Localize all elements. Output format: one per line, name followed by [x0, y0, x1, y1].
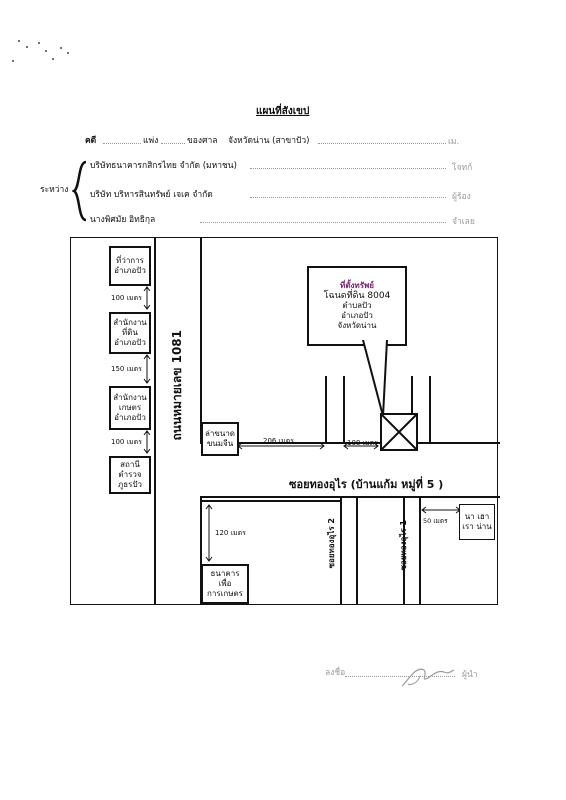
main-road-left-edge	[154, 238, 156, 604]
side-street-b-right	[429, 376, 431, 442]
civil-label: แพ่ง	[143, 136, 159, 146]
court-blank	[318, 143, 446, 144]
civil-number-blank	[161, 143, 185, 144]
court-label: ของศาล	[187, 136, 218, 146]
defendant-blank	[200, 222, 446, 223]
plaintiff-role: โจทก์	[452, 163, 473, 173]
agri-office-line1: สำนักงาน	[113, 393, 147, 402]
defendant-role: จำเลย	[452, 217, 475, 227]
callout-deed: โฉนดที่ดิน 8004	[323, 291, 391, 301]
soi-1-left-edge	[403, 496, 405, 604]
distance-3: 100 เมตร	[111, 438, 142, 446]
district-office-box: ที่ว่าการ อำเภอปัว	[109, 246, 151, 286]
side-street-b-left	[411, 376, 413, 442]
district-office-line2: อำเภอปัว	[114, 266, 146, 275]
bakery-line1: ล่าขนาด	[204, 429, 236, 438]
soi-2-right-edge	[356, 496, 358, 604]
distance-5: 108 เมตร	[347, 439, 378, 447]
callout-pointer	[362, 340, 388, 417]
signature-scribble	[401, 668, 455, 687]
transferee-role: ผู้ร้อง	[452, 192, 471, 202]
soi-1-label: ซอยทองอุไร 1	[399, 520, 408, 571]
signature-role: ผู้นำ	[462, 670, 478, 680]
distance-1: 100 เมตร	[111, 294, 142, 302]
soi-2-left-edge	[340, 496, 342, 604]
bank-line3: การเกษตร	[207, 589, 243, 598]
brace-icon	[72, 160, 87, 222]
arrow-5-icon	[343, 442, 379, 450]
shop-line1: นา เฮา	[464, 512, 490, 521]
distance-4: 206 เมตร	[263, 437, 294, 445]
police-line1: สถานีตำรวจ	[118, 460, 142, 479]
map-frame: ถนนหมายเลข 1081 ซอยทองอุไร (บ้านแก้ม หมู…	[70, 237, 500, 605]
distance-6: 120 เมตร	[215, 529, 246, 537]
arrow-4-icon	[237, 442, 325, 450]
soi-2-label: ซอยทองอุไร 2	[327, 518, 336, 569]
land-office-line2: ที่ดิน	[122, 328, 138, 337]
property-marker-icon	[380, 413, 418, 451]
district-office-line1: ที่ว่าการ	[116, 256, 144, 265]
arrow-2-icon	[143, 354, 151, 384]
plaintiff-name: บริษัทธนาคารกสิกรไทย จำกัด (มหาชน)	[90, 161, 237, 171]
callout-subdistrict: ตำบลปัว	[342, 301, 372, 310]
callout-heading: ที่ตั้งทรัพย์	[340, 281, 374, 290]
main-road-right-edge-top	[200, 238, 202, 442]
defendant-name: นางพิศมัย อิทธิกุล	[90, 215, 156, 225]
between-label: ระหว่าง	[40, 185, 69, 195]
side-street-a-right	[343, 376, 345, 442]
agri-office-line3: อำเภอปัว	[114, 413, 146, 422]
soi-1-right-edge	[419, 496, 421, 604]
bank-block-left-edge	[200, 500, 202, 604]
transferee-blank	[250, 197, 446, 198]
arrow-6-icon	[205, 504, 213, 562]
soi-road-label: ซอยทองอุไร (บ้านแก้ม หมู่ที่ 5 )	[289, 478, 444, 491]
property-callout: ที่ตั้งทรัพย์ โฉนดที่ดิน 8004 ตำบลปัว อำ…	[307, 266, 407, 346]
signature-label: ลงชื่อ	[325, 668, 346, 678]
distance-2: 150 เมตร	[111, 365, 142, 373]
police-line2: ภูธรปัว	[117, 480, 143, 489]
court-name: จังหวัดน่าน (สาขาปัว)	[228, 136, 310, 146]
agri-office-box: สำนักงาน เกษตร อำเภอปัว	[109, 386, 151, 430]
main-road-label: ถนนหมายเลข 1081	[170, 330, 184, 441]
soi-road-bottom-edge	[200, 496, 500, 498]
soi-road-top-edge	[200, 442, 500, 444]
land-office-line1: สำนักงาน	[113, 318, 147, 327]
bank-block-top-edge	[200, 500, 340, 502]
bank-line1: ธนาคาร	[210, 569, 240, 578]
police-station-box: สถานีตำรวจ ภูธรปัว	[109, 456, 151, 494]
agri-office-line2: เกษตร	[118, 403, 142, 412]
bank-box: ธนาคาร เพื่อ การเกษตร	[201, 564, 249, 604]
shop-box: นา เฮา เรา น่าน	[459, 504, 495, 540]
bakery-box: ล่าขนาด ขนมจีน	[201, 422, 239, 456]
signature-blank	[345, 676, 455, 677]
callout-province: จังหวัดน่าน	[337, 321, 377, 330]
land-office-line3: อำเภอปัว	[114, 338, 146, 347]
callout-district: อำเภอปัว	[341, 311, 373, 320]
case-number-blank	[103, 143, 141, 144]
bank-line2: เพื่อ	[218, 579, 232, 588]
shop-line2: เรา น่าน	[462, 522, 492, 531]
header-suffix: เม.	[448, 137, 460, 147]
case-label: คดี	[85, 136, 97, 146]
distance-7: 50 เมตร	[423, 517, 448, 525]
transferee-name: บริษัท บริหารสินทรัพย์ เจเค จำกัด	[90, 190, 213, 200]
plaintiff-blank	[250, 168, 446, 169]
land-office-box: สำนักงาน ที่ดิน อำเภอปัว	[109, 312, 151, 354]
arrow-3-icon	[143, 430, 151, 454]
arrow-1-icon	[143, 286, 151, 310]
page-title: แผนที่สังเขป	[256, 106, 310, 117]
bakery-line2: ขนมจีน	[206, 439, 234, 448]
arrow-7-icon	[421, 506, 461, 514]
side-street-a-left	[325, 376, 327, 442]
